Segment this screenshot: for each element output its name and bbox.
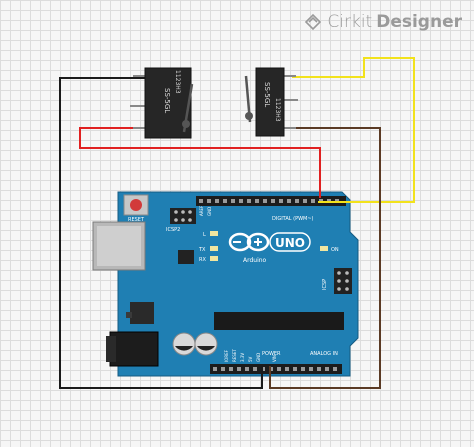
microswitch-right[interactable]: SS-5GL 1123H3 xyxy=(244,67,298,137)
uno-logo-text: UNO xyxy=(275,236,305,250)
capacitor-2 xyxy=(194,332,218,356)
header-pin[interactable] xyxy=(279,199,283,203)
wire-red[interactable] xyxy=(79,127,321,198)
header-pin[interactable] xyxy=(223,199,227,203)
header-pin[interactable] xyxy=(293,367,297,371)
switch-left-model: SS-5GL xyxy=(163,88,171,113)
arduino-name: Arduino xyxy=(243,257,267,264)
cirkit-designer-logo: Cirkit Designer xyxy=(303,12,462,32)
brand-word-cirkit: Cirkit xyxy=(327,12,373,32)
ioref-label: IOREF xyxy=(224,349,229,362)
header-pin[interactable] xyxy=(253,367,257,371)
analog-label: ANALOG IN xyxy=(310,351,338,357)
header-pin[interactable] xyxy=(309,367,313,371)
brand-word-designer: Designer xyxy=(376,12,462,32)
header-pin[interactable] xyxy=(231,199,235,203)
usb-chip xyxy=(178,250,194,264)
arduino-logo: UNO Arduino xyxy=(228,232,311,264)
v5-label: 5V xyxy=(248,356,253,362)
cirkit-logo-icon xyxy=(305,13,322,31)
header-pin[interactable] xyxy=(239,199,243,203)
power-analog-header[interactable]: POWER ANALOG IN IOREF RESET 3.3V 5V GND … xyxy=(210,349,342,374)
icsp2-header: ICSP2 xyxy=(166,208,196,233)
reset-header-label: RESET xyxy=(232,349,237,362)
header-pin[interactable] xyxy=(221,367,225,371)
wires xyxy=(59,57,415,389)
digital-label: DIGITAL (PWM~) xyxy=(272,216,314,222)
v33-label: 3.3V xyxy=(240,353,245,362)
header-pin[interactable] xyxy=(317,367,321,371)
header-pin[interactable] xyxy=(199,199,203,203)
header-pin[interactable] xyxy=(285,367,289,371)
header-pin[interactable] xyxy=(255,199,259,203)
gnd-label-bottom: GND xyxy=(256,353,261,362)
header-pin[interactable] xyxy=(263,199,267,203)
vin-label: VIN xyxy=(272,355,277,362)
led-rx xyxy=(210,256,218,261)
power-label: POWER xyxy=(262,351,281,357)
led-l xyxy=(210,231,218,236)
header-pin[interactable] xyxy=(295,199,299,203)
wire-yellow[interactable] xyxy=(292,57,415,203)
led-rx-label: RX xyxy=(199,257,206,263)
wire-brown[interactable] xyxy=(269,127,381,389)
arduino-uno-board[interactable]: RESET ICSP2 L TX RX ON xyxy=(92,191,359,377)
aref-label: AREF xyxy=(199,205,204,216)
voltage-regulator xyxy=(130,302,154,324)
icsp-header: ICSP xyxy=(322,268,352,294)
led-on-label: ON xyxy=(331,247,339,253)
header-pin[interactable] xyxy=(247,199,251,203)
led-on xyxy=(320,246,328,251)
icsp-label: ICSP xyxy=(322,279,328,290)
header-pin[interactable] xyxy=(325,367,329,371)
header-pin[interactable] xyxy=(303,199,307,203)
header-pin[interactable] xyxy=(271,199,275,203)
led-tx-label: TX xyxy=(198,247,206,253)
header-pin[interactable] xyxy=(229,367,233,371)
header-pin[interactable] xyxy=(287,199,291,203)
header-pin[interactable] xyxy=(215,199,219,203)
header-pin[interactable] xyxy=(213,367,217,371)
atmega-chip xyxy=(214,312,344,330)
led-tx xyxy=(210,246,218,251)
header-pin[interactable] xyxy=(277,367,281,371)
header-pin[interactable] xyxy=(237,367,241,371)
switch-right-model: SS-5GL xyxy=(263,82,271,107)
header-pin[interactable] xyxy=(311,199,315,203)
icsp2-label: ICSP2 xyxy=(166,227,180,233)
led-l-label: L xyxy=(203,232,206,238)
switch-left-code: 1123H3 xyxy=(174,70,181,94)
wire-black[interactable] xyxy=(59,77,263,389)
header-pin[interactable] xyxy=(301,367,305,371)
header-pin[interactable] xyxy=(333,367,337,371)
microswitch-left[interactable]: SS-5GL 1123H3 xyxy=(130,67,194,139)
capacitor-1 xyxy=(172,332,196,356)
gnd-label-top: GND xyxy=(207,207,212,216)
header-pin[interactable] xyxy=(207,199,211,203)
reset-label: RESET xyxy=(128,217,145,223)
switch-right-code: 1123H3 xyxy=(274,98,281,122)
header-pin[interactable] xyxy=(245,367,249,371)
switch-right-body xyxy=(255,67,285,137)
reset-button-cap[interactable] xyxy=(130,199,142,211)
dc-power-jack xyxy=(109,331,159,367)
